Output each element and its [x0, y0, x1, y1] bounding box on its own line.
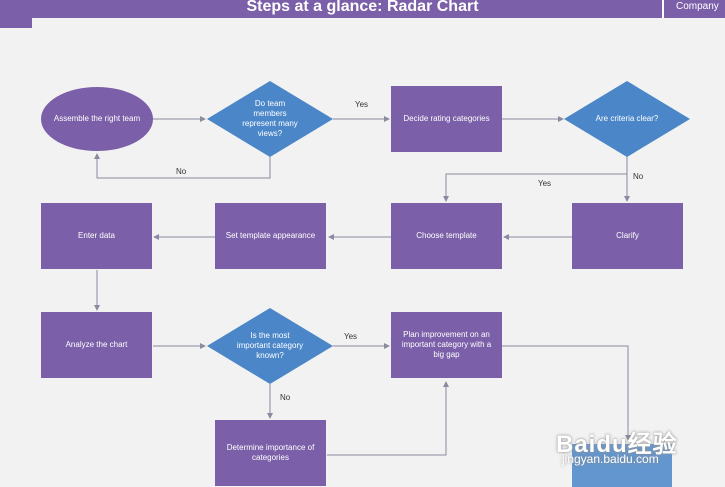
- edge-label-yes-criteria: Yes: [538, 179, 552, 188]
- node-choose-shape: [391, 203, 502, 269]
- header-tab: [0, 18, 32, 28]
- header-divider: [662, 0, 664, 18]
- node-analyze-shape: [41, 312, 152, 378]
- node-clarify[interactable]: Clarify: [616, 231, 639, 240]
- watermark: Baidu经验 jingyan.baidu.com: [556, 424, 716, 482]
- node-do-team[interactable]: Do team members represent many views?: [242, 99, 298, 138]
- node-clarify-shape: [572, 203, 683, 269]
- node-partial-shape: [572, 444, 672, 487]
- node-criteria-shape: [564, 81, 690, 157]
- node-determine-shape: [215, 420, 326, 486]
- edge-label-no-criteria: No: [633, 172, 644, 181]
- page-title: Steps at a glance: Radar Chart: [246, 0, 479, 15]
- node-choose[interactable]: Choose template: [416, 231, 477, 240]
- node-criteria[interactable]: Are criteria clear?: [595, 114, 659, 123]
- edge-label-yes-mostimportant: Yes: [344, 332, 358, 341]
- node-decide-shape: [391, 86, 502, 152]
- node-plan-shape: [391, 312, 502, 378]
- node-assemble-shape: [41, 87, 153, 151]
- edge-label-no-mostimportant: No: [280, 393, 291, 402]
- edge-criteria-choose: [443, 157, 628, 202]
- node-doteam-shape: [207, 81, 333, 157]
- node-settemplate-shape: [215, 203, 326, 269]
- edge-plan-exit: [502, 345, 631, 441]
- company-label: Company: [676, 1, 719, 12]
- node-assemble[interactable]: Assemble the right team: [53, 114, 141, 123]
- node-enter[interactable]: Enter data: [78, 231, 115, 240]
- edge-label-yes-doteam: Yes: [355, 100, 369, 109]
- node-most-important[interactable]: Is the most important category known?: [236, 331, 304, 360]
- watermark-url: jingyan.baidu.com: [562, 452, 659, 466]
- edge-doteam-assemble: [94, 153, 271, 179]
- edge-label-no-doteam: No: [176, 167, 187, 176]
- header-bar: [0, 0, 725, 18]
- node-plan[interactable]: Plan improvement on an important categor…: [401, 330, 492, 359]
- node-enter-shape: [41, 203, 152, 269]
- node-set-template[interactable]: Set template appearance: [225, 231, 316, 240]
- edge-determine-plan: [327, 381, 449, 456]
- node-determine[interactable]: Determine importance of categories: [226, 443, 315, 462]
- watermark-logo: Baidu经验: [556, 431, 678, 458]
- node-decide[interactable]: Decide rating categories: [403, 114, 490, 123]
- node-analyze[interactable]: Analyze the chart: [65, 340, 128, 349]
- node-mostimportant-shape: [207, 308, 333, 384]
